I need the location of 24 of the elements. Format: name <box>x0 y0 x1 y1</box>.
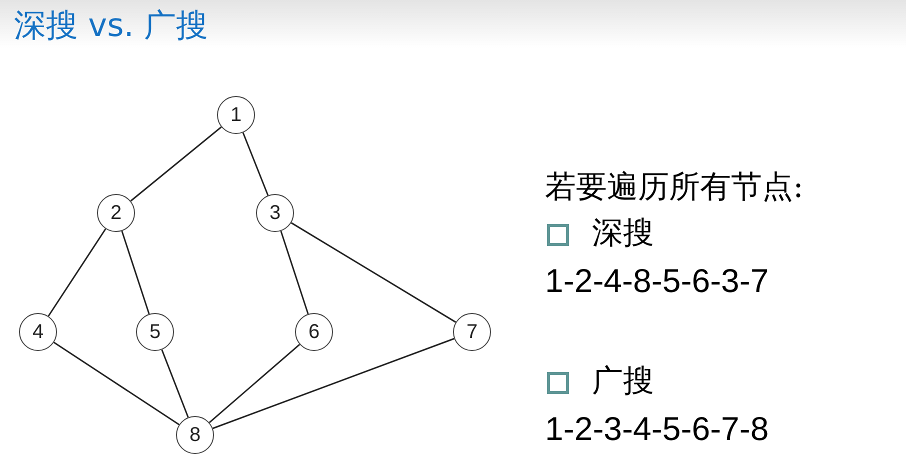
graph-node: 8 <box>176 416 214 454</box>
edge-line <box>280 230 309 314</box>
graph-node: 6 <box>295 313 333 351</box>
edge-line <box>242 132 269 196</box>
list-heading: 若要遍历所有节点: <box>545 168 804 207</box>
list-item: 深搜 <box>592 214 654 253</box>
edge-line <box>208 344 300 424</box>
edge-line <box>212 338 454 430</box>
edge-line <box>290 222 456 323</box>
traversal-order: 1-2-4-8-5-6-3-7 <box>545 262 769 300</box>
graph-node: 3 <box>256 194 294 232</box>
graph-node: 5 <box>136 313 174 351</box>
traversal-order: 1-2-3-4-5-6-7-8 <box>545 410 769 448</box>
title: 深搜 vs. 广搜 <box>14 5 208 46</box>
graph-node: 1 <box>217 96 255 134</box>
edge-line <box>53 342 180 426</box>
list-item: 广搜 <box>592 362 654 401</box>
edge-line <box>121 230 150 314</box>
graph-node: 7 <box>453 313 491 351</box>
edge-line <box>130 126 222 202</box>
edge-line <box>48 228 106 317</box>
graph-node: 2 <box>97 194 135 232</box>
edge-line <box>161 349 189 418</box>
graph-node: 4 <box>19 313 57 351</box>
